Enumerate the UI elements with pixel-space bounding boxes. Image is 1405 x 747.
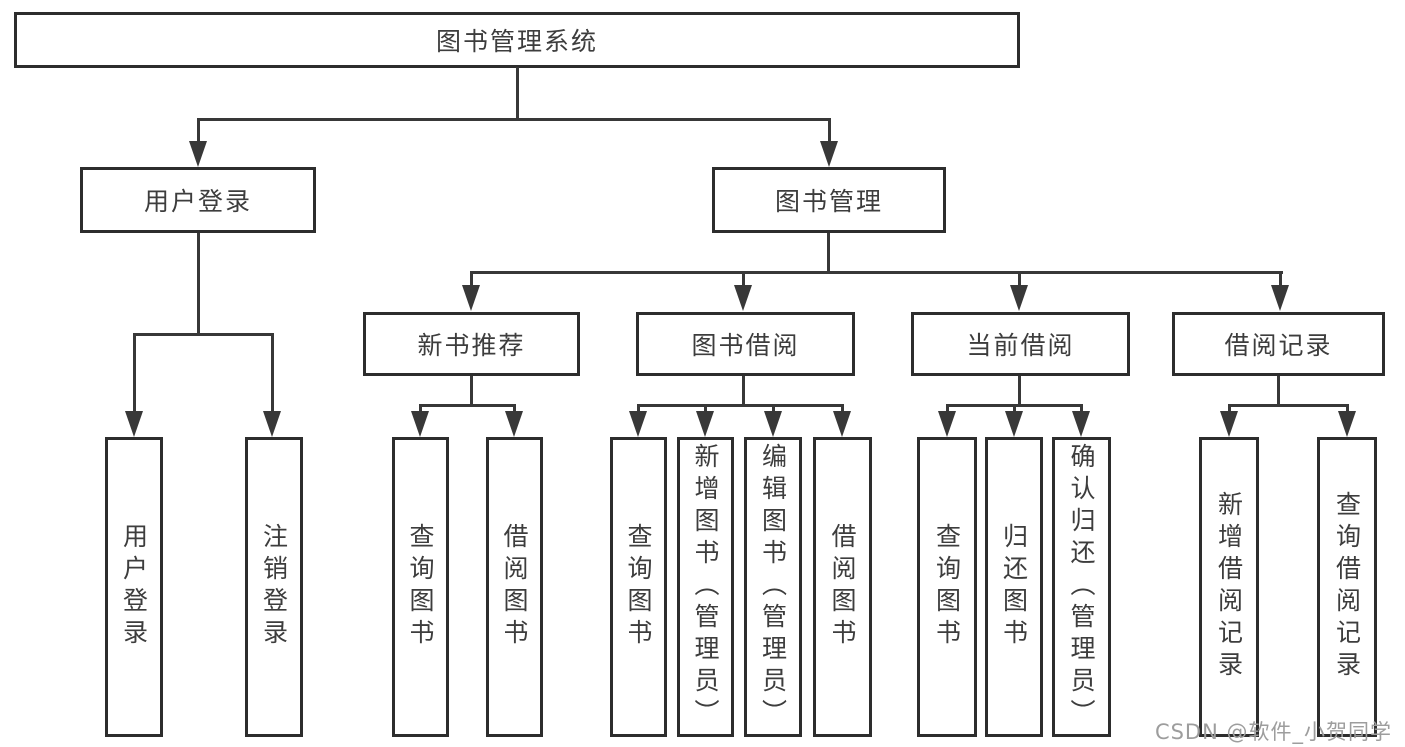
node-nbr-borrow-books: 借阅图书 bbox=[486, 437, 543, 737]
node-bb-query-books-label: 查询图书 bbox=[624, 523, 653, 651]
csdn-watermark: CSDN @软件_小贺同学 bbox=[1154, 720, 1392, 744]
arrowhead-current-borrow bbox=[1010, 285, 1028, 311]
node-bb-add-books-admin-label: 新增图书（管理员） bbox=[691, 443, 720, 731]
connector-drop-user-login bbox=[197, 118, 200, 143]
node-bb-borrow-books-label: 借阅图书 bbox=[828, 523, 857, 651]
node-current-borrow-label: 当前借阅 bbox=[966, 331, 1075, 360]
connector-drop-bb-edit bbox=[772, 404, 775, 413]
node-cb-return-books-label: 归还图书 bbox=[999, 523, 1029, 651]
arrowhead-bb-add bbox=[696, 411, 714, 437]
connector-nbr-vertical bbox=[470, 376, 473, 406]
connector-drop-nbr-query bbox=[419, 404, 422, 413]
node-user-login: 用户登录 bbox=[80, 167, 316, 233]
connector-drop-cb-return bbox=[1013, 404, 1016, 413]
node-nbr-borrow-books-label: 借阅图书 bbox=[500, 523, 529, 651]
node-cb-confirm-return-admin: 确认归还（管理员） bbox=[1052, 437, 1111, 737]
connector-drop-cb-confirm bbox=[1080, 404, 1083, 413]
arrowhead-login-leaf bbox=[125, 411, 143, 437]
arrowhead-logout-leaf bbox=[263, 411, 281, 437]
node-cb-query-books-label: 查询图书 bbox=[932, 523, 962, 651]
node-bb-add-books-admin: 新增图书（管理员） bbox=[677, 437, 734, 737]
connector-bb-horizontal bbox=[637, 404, 844, 407]
connector-level2-horizontal bbox=[470, 271, 1283, 274]
arrowhead-borrow-records bbox=[1271, 285, 1289, 311]
node-current-borrow: 当前借阅 bbox=[911, 312, 1130, 376]
connector-user-login-horizontal bbox=[133, 333, 274, 336]
node-login-leaf-label: 用户登录 bbox=[119, 523, 149, 651]
node-borrow-records-label: 借阅记录 bbox=[1224, 331, 1333, 360]
node-new-book-recommend-label: 新书推荐 bbox=[417, 331, 526, 360]
node-bb-query-books: 查询图书 bbox=[610, 437, 667, 737]
connector-drop-bb-borrow bbox=[841, 404, 844, 413]
connector-root-vertical bbox=[516, 67, 519, 120]
connector-br-vertical bbox=[1277, 376, 1280, 406]
arrowhead-cb-return bbox=[1005, 411, 1023, 437]
arrowhead-user-login bbox=[189, 141, 207, 167]
connector-drop-login-leaf bbox=[133, 333, 136, 412]
connector-drop-bb-add bbox=[704, 404, 707, 413]
connector-br-horizontal bbox=[1228, 404, 1349, 407]
node-bb-borrow-books: 借阅图书 bbox=[813, 437, 872, 737]
arrowhead-new-book-recommend bbox=[462, 285, 480, 311]
node-new-book-recommend: 新书推荐 bbox=[363, 312, 580, 376]
node-cb-confirm-return-admin-label: 确认归还（管理员） bbox=[1067, 443, 1096, 731]
connector-drop-nbr-borrow bbox=[513, 404, 516, 413]
node-borrow-records: 借阅记录 bbox=[1172, 312, 1385, 376]
node-logout-leaf: 注销登录 bbox=[245, 437, 303, 737]
connector-user-login-vertical bbox=[197, 233, 200, 335]
connector-level1-horizontal bbox=[197, 118, 831, 121]
node-book-borrow: 图书借阅 bbox=[636, 312, 855, 376]
connector-drop-book-management bbox=[828, 118, 831, 143]
node-cb-query-books: 查询图书 bbox=[917, 437, 977, 737]
connector-drop-br-add bbox=[1228, 404, 1231, 413]
node-br-add-record-label: 新增借阅记录 bbox=[1214, 491, 1244, 683]
connector-nbr-horizontal bbox=[419, 404, 516, 407]
arrowhead-book-borrow bbox=[734, 285, 752, 311]
arrowhead-bb-borrow bbox=[833, 411, 851, 437]
node-book-management-label: 图书管理 bbox=[774, 187, 883, 216]
connector-drop-new-book-recommend bbox=[470, 271, 473, 286]
connector-drop-book-borrow bbox=[742, 271, 745, 286]
node-logout-leaf-label: 注销登录 bbox=[259, 523, 289, 651]
node-nbr-query-books-label: 查询图书 bbox=[406, 523, 435, 651]
node-bb-edit-books-admin-label: 编辑图书（管理员） bbox=[758, 443, 788, 731]
connector-book-management-vertical bbox=[827, 233, 830, 274]
node-br-add-record: 新增借阅记录 bbox=[1199, 437, 1259, 737]
connector-drop-current-borrow bbox=[1018, 271, 1021, 286]
connector-drop-bb-query bbox=[637, 404, 640, 413]
arrowhead-nbr-query bbox=[411, 411, 429, 437]
node-book-management: 图书管理 bbox=[712, 167, 946, 233]
node-book-borrow-label: 图书借阅 bbox=[691, 331, 800, 360]
node-root: 图书管理系统 bbox=[14, 12, 1020, 68]
arrowhead-bb-edit bbox=[764, 411, 782, 437]
arrowhead-cb-query bbox=[938, 411, 956, 437]
node-cb-return-books: 归还图书 bbox=[985, 437, 1043, 737]
connector-drop-cb-query bbox=[946, 404, 949, 413]
node-user-login-label: 用户登录 bbox=[143, 187, 252, 216]
connector-cb-vertical bbox=[1018, 376, 1021, 406]
node-br-query-record: 查询借阅记录 bbox=[1317, 437, 1377, 737]
node-bb-edit-books-admin: 编辑图书（管理员） bbox=[744, 437, 802, 737]
node-br-query-record-label: 查询借阅记录 bbox=[1332, 491, 1362, 683]
arrowhead-br-add bbox=[1220, 411, 1238, 437]
node-login-leaf: 用户登录 bbox=[105, 437, 163, 737]
arrowhead-br-query bbox=[1338, 411, 1356, 437]
connector-drop-logout-leaf bbox=[271, 333, 274, 412]
connector-drop-borrow-records bbox=[1279, 271, 1282, 286]
node-root-label: 图书管理系统 bbox=[435, 27, 598, 56]
arrowhead-cb-confirm bbox=[1072, 411, 1090, 437]
arrowhead-nbr-borrow bbox=[505, 411, 523, 437]
arrowhead-book-management bbox=[820, 141, 838, 167]
connector-drop-br-query bbox=[1346, 404, 1349, 413]
connector-bb-vertical bbox=[742, 376, 745, 406]
node-nbr-query-books: 查询图书 bbox=[392, 437, 449, 737]
arrowhead-bb-query bbox=[629, 411, 647, 437]
